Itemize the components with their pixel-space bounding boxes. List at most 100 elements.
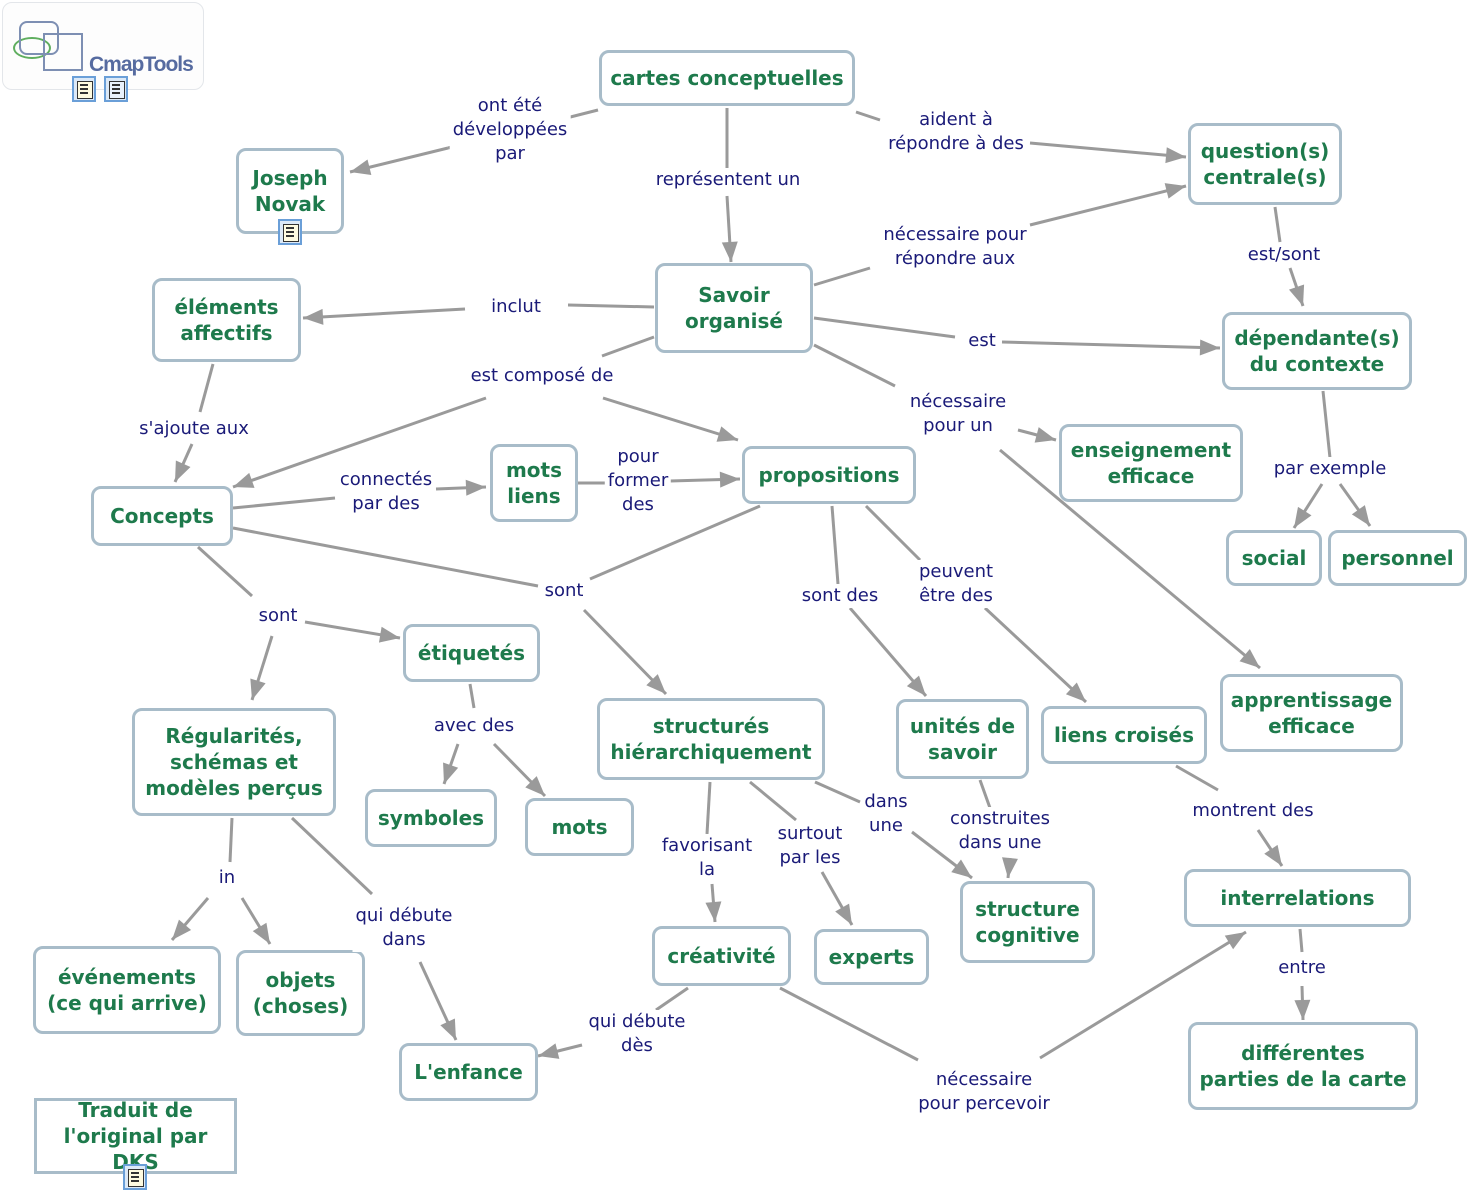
link-est[interactable]: est: [965, 329, 999, 353]
arrowhead: [443, 762, 459, 784]
arrowhead: [716, 426, 738, 442]
link-necessaire-pour-percevoir[interactable]: nécessaire pour percevoir: [915, 1068, 1053, 1116]
arrowhead: [1239, 649, 1260, 668]
connector-line: [468, 683, 476, 709]
node-cartes-conceptuelles[interactable]: cartes conceptuelles: [599, 50, 855, 106]
connector-line: [1029, 141, 1187, 159]
node-creativite[interactable]: créativité: [652, 926, 791, 986]
connector-line: [749, 780, 797, 822]
link-sont-left[interactable]: sont: [255, 604, 301, 628]
connector-line: [864, 504, 922, 562]
node-interrelations[interactable]: interrelations: [1184, 869, 1411, 927]
link-ont-ete-developpees[interactable]: ont été développées par: [449, 94, 571, 166]
link-connectes-par-des[interactable]: connectés par des: [336, 468, 436, 516]
connector-line: [232, 496, 336, 510]
link-sajoute-aux[interactable]: s'ajoute aux: [136, 417, 252, 441]
arrowhead: [1199, 339, 1220, 356]
link-est-sont[interactable]: est/sont: [1244, 243, 1324, 267]
connector-line: [814, 780, 861, 804]
link-necessaire-pour-un[interactable]: nécessaire pour un: [906, 390, 1010, 438]
link-est-compose-de[interactable]: est composé de: [467, 364, 617, 388]
node-mots-liens[interactable]: mots liens: [490, 444, 578, 522]
link-pour-former-des[interactable]: pour former des: [604, 445, 672, 517]
node-symboles[interactable]: symboles: [365, 789, 497, 847]
resource-document-icon[interactable]: [72, 76, 96, 102]
link-qui-debute-dans[interactable]: qui débute dans: [352, 904, 456, 952]
node-structure-cognitive[interactable]: structure cognitive: [960, 881, 1095, 963]
link-inclut[interactable]: inclut: [488, 295, 544, 319]
arrowhead: [646, 674, 666, 694]
arrowhead: [1294, 506, 1312, 528]
arrowhead: [350, 159, 372, 176]
link-surtout-par-les[interactable]: surtout par les: [774, 822, 846, 870]
node-objets[interactable]: objets (choses): [236, 950, 365, 1036]
link-sont-des[interactable]: sont des: [798, 584, 882, 608]
connector-line: [1175, 764, 1219, 792]
node-unites-de-savoir[interactable]: unités de savoir: [896, 699, 1029, 779]
connector-line: [232, 396, 487, 489]
node-liens-croises[interactable]: liens croisés: [1041, 706, 1207, 764]
node-savoir-organise[interactable]: Savoir organisé: [655, 263, 813, 353]
node-mots[interactable]: mots: [525, 798, 634, 856]
node-propositions[interactable]: propositions: [742, 446, 916, 504]
connector-line: [601, 335, 655, 358]
node-concepts[interactable]: Concepts: [91, 486, 233, 546]
link-favorisant-la[interactable]: favorisant la: [658, 834, 756, 882]
arrowhead: [465, 479, 486, 496]
connector-line: [1273, 206, 1282, 243]
arrowhead: [951, 859, 972, 878]
node-personnel[interactable]: personnel: [1328, 530, 1467, 586]
link-necessaire-pour-repondre[interactable]: nécessaire pour répondre aux: [880, 223, 1030, 271]
resource-document-icon[interactable]: [123, 1164, 147, 1190]
node-elements-affectifs[interactable]: éléments affectifs: [152, 278, 301, 362]
link-dans-une[interactable]: dans une: [861, 790, 911, 838]
node-enseignement-efficace[interactable]: enseignement efficace: [1059, 424, 1243, 502]
link-qui-debute-des[interactable]: qui débute dès: [585, 1010, 689, 1058]
connector-line: [228, 817, 234, 863]
node-traduit-par-dks[interactable]: Traduit de l'original par DKS: [34, 1098, 237, 1174]
arrowhead: [175, 460, 191, 482]
node-experts[interactable]: experts: [814, 929, 929, 985]
link-avec-des[interactable]: avec des: [430, 714, 518, 738]
link-montrent-des[interactable]: montrent des: [1189, 799, 1317, 823]
link-construites-dans-une[interactable]: construites dans une: [946, 807, 1054, 855]
connector-line: [813, 266, 871, 287]
arrowhead: [1034, 427, 1056, 443]
node-question-centrale[interactable]: question(s) centrale(s): [1188, 123, 1342, 205]
connector-line: [290, 816, 374, 896]
link-aident-a-repondre[interactable]: aident à répondre à des: [885, 108, 1027, 156]
connector-line: [196, 545, 254, 598]
arrowhead: [705, 901, 722, 922]
connector-line: [999, 448, 1261, 670]
connector-line: [855, 110, 881, 122]
arrowhead: [378, 626, 400, 643]
arrowhead: [1294, 999, 1311, 1020]
node-apprentissage-efficace[interactable]: apprentissage efficace: [1220, 674, 1403, 752]
node-dependante-contexte[interactable]: dépendante(s) du contexte: [1222, 312, 1412, 390]
node-evenements[interactable]: événements (ce qui arrive): [33, 946, 221, 1034]
resource-document-icon[interactable]: [278, 219, 302, 245]
connector-line: [779, 986, 919, 1062]
node-etiquetes[interactable]: étiquetés: [403, 624, 540, 682]
link-representent-un[interactable]: représentent un: [652, 168, 804, 192]
arrowhead: [252, 922, 270, 944]
link-par-exemple[interactable]: par exemple: [1270, 457, 1390, 481]
node-social[interactable]: social: [1226, 530, 1322, 586]
connector-line: [1321, 390, 1332, 459]
link-entre[interactable]: entre: [1275, 956, 1329, 980]
resource-submap-icon[interactable]: [104, 76, 128, 102]
arrowhead: [1164, 183, 1186, 199]
node-differentes-parties[interactable]: différentes parties de la carte: [1188, 1022, 1418, 1110]
arrowhead: [1065, 682, 1086, 702]
connector-line: [1001, 340, 1221, 350]
connector-line: [983, 606, 1088, 704]
node-structures-hierarchiquement[interactable]: structurés hiérarchiquement: [597, 698, 825, 780]
link-sont-mid[interactable]: sont: [541, 579, 587, 603]
node-regularites[interactable]: Régularités, schémas et modèles perçus: [132, 708, 336, 816]
link-in[interactable]: in: [215, 866, 239, 890]
node-enfance[interactable]: L'enfance: [399, 1043, 538, 1101]
connector-line: [302, 307, 466, 320]
connector-line: [830, 505, 840, 585]
link-peuvent-etre-des[interactable]: peuvent être des: [915, 560, 997, 608]
